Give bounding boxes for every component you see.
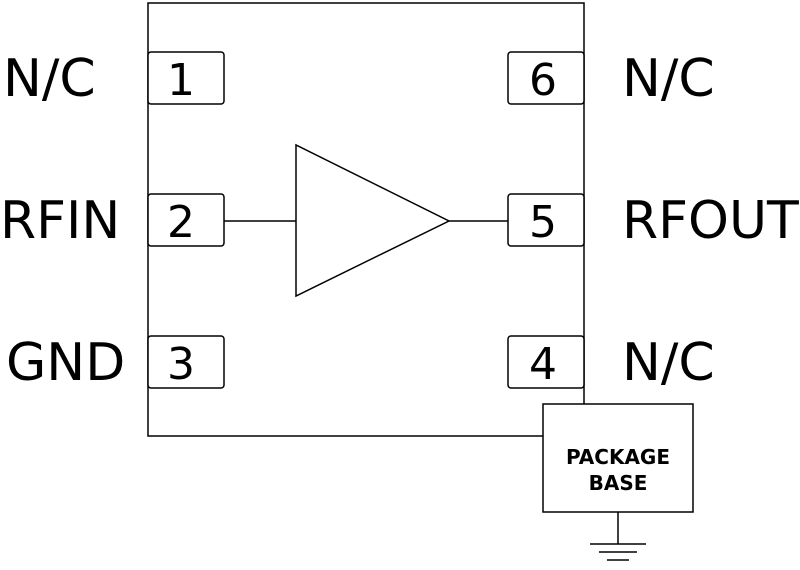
pin-5-name: RFOUT (622, 191, 799, 251)
pin-4-name: N/C (622, 333, 715, 393)
pin-4: 4 (507, 335, 585, 390)
pin-2: 2 (147, 193, 225, 248)
package-base-line2: BASE (589, 471, 648, 495)
pin-3: 3 (147, 335, 225, 390)
pin-1-tab (147, 51, 225, 105)
pin-5: 5 (507, 193, 585, 248)
pin-6-tab (507, 51, 585, 105)
pin-5-tab (507, 193, 585, 247)
pin-3-name: GND (6, 333, 125, 393)
amplifier-triangle-icon (295, 143, 451, 298)
pin-3-tab (147, 335, 225, 389)
package-base-box (542, 403, 694, 513)
ground-symbol-icon (590, 512, 646, 561)
pin-6: 6 (507, 51, 585, 106)
pin-4-number: 4 (529, 339, 557, 390)
pin-4-tab (507, 335, 585, 389)
pin-2-number: 2 (167, 197, 195, 248)
pin-5-number: 5 (529, 197, 557, 248)
pin-6-number: 6 (529, 55, 557, 106)
pin-2-tab (147, 193, 225, 247)
pin-1: 1 (147, 51, 225, 106)
pin-6-name: N/C (622, 49, 715, 109)
pin-3-number: 3 (167, 339, 195, 390)
pin-1-number: 1 (167, 55, 195, 106)
pin-1-name: N/C (3, 49, 96, 109)
package-base-line1: PACKAGE (566, 445, 670, 469)
pin-2-name: RFIN (0, 191, 120, 251)
